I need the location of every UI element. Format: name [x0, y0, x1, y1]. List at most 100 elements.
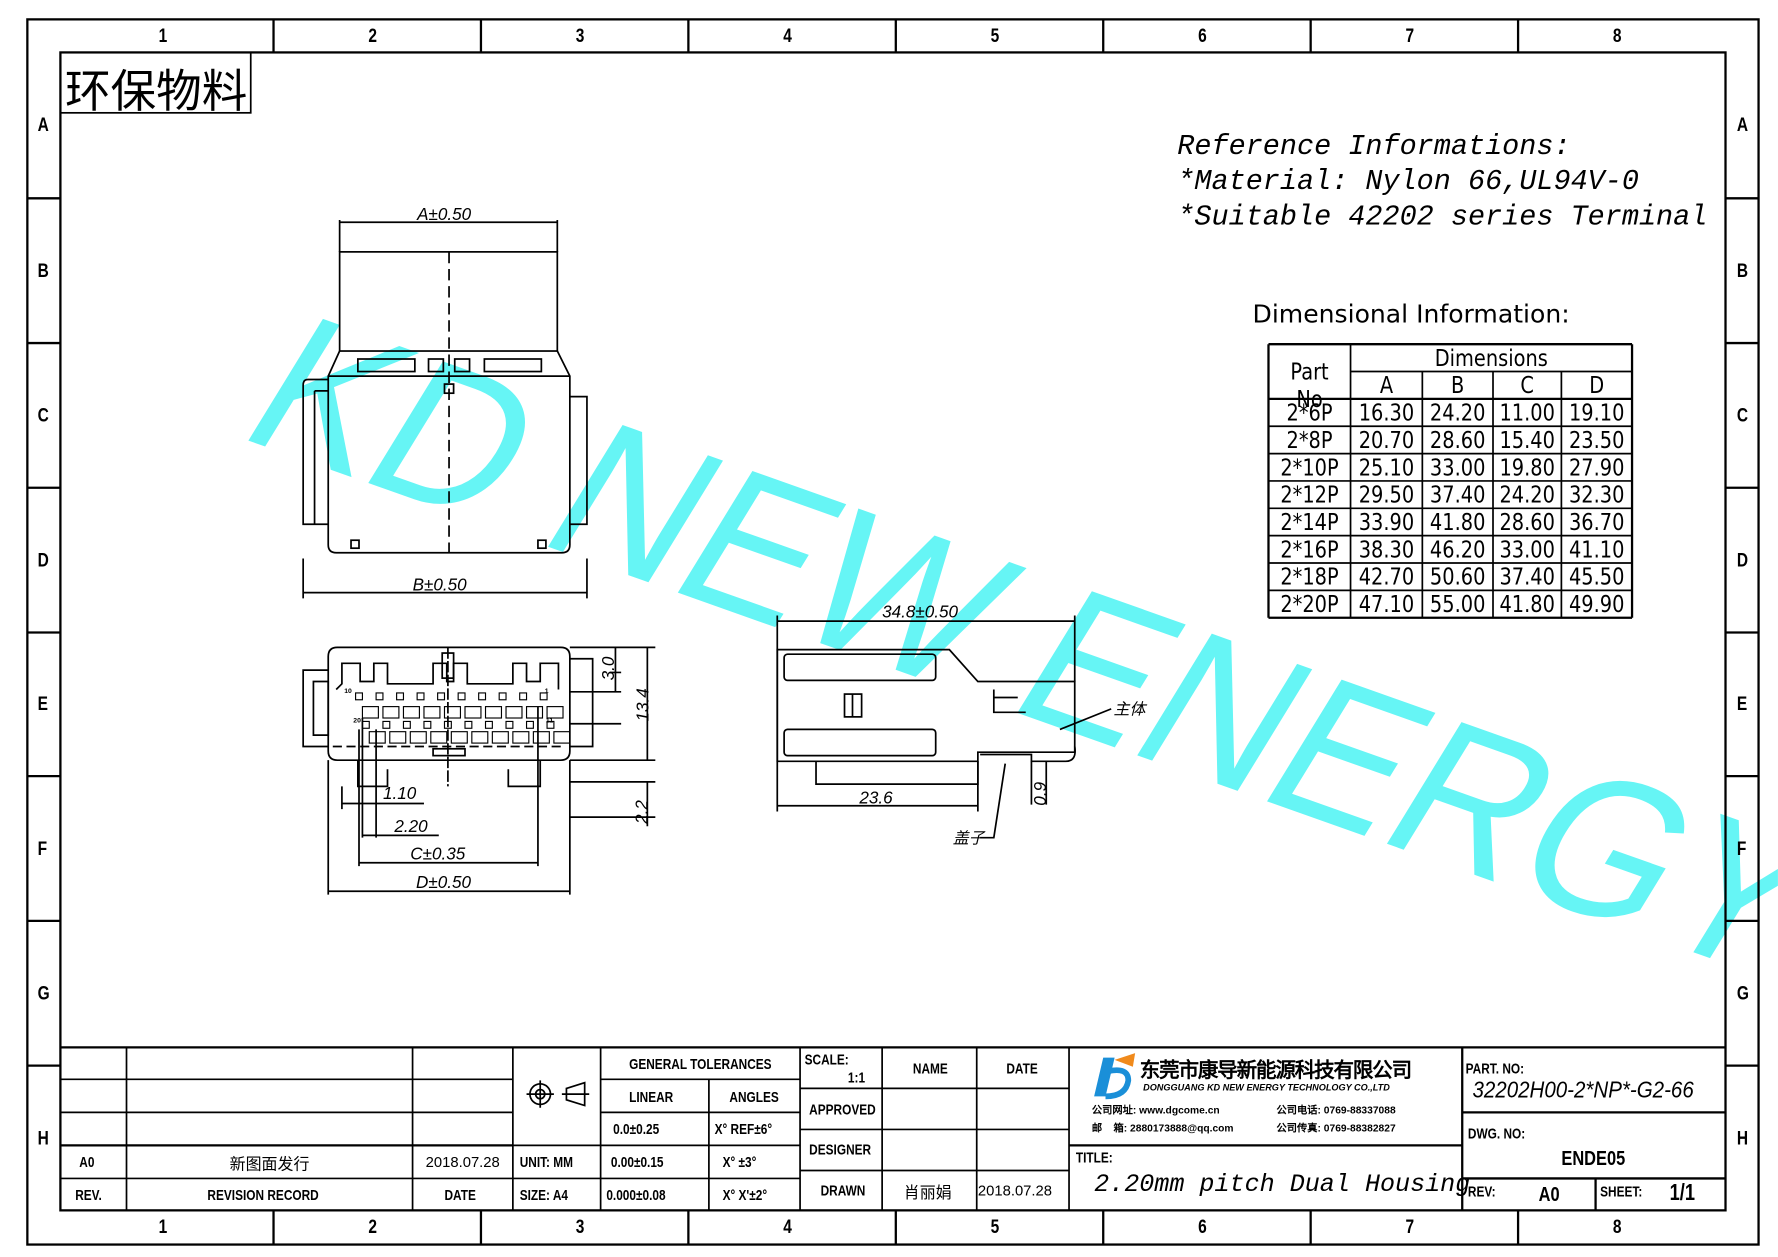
frame-column-label-top: 2 [368, 25, 377, 47]
frame-column-label-bottom: 8 [1612, 1216, 1622, 1238]
cavity-square [396, 692, 405, 701]
cavity-square [423, 720, 432, 729]
terminal-slot [402, 706, 420, 719]
frame-column-label-top: 8 [1612, 25, 1622, 47]
pin-label-1: 1 [544, 688, 549, 696]
frame-row-label-left: G [37, 981, 50, 1004]
table-part-no-cell: 2*6P [1286, 398, 1333, 427]
table-column-header: D [1589, 371, 1605, 399]
terminal-slot [409, 731, 427, 744]
cavity-square [464, 720, 473, 729]
revision-rev: A0 [79, 1153, 95, 1171]
reference-title: Reference Informations: [1177, 129, 1571, 163]
terminal-slot [491, 731, 509, 744]
dim-23-6: 23.6 [859, 788, 893, 809]
table-value-cell: 15.40 [1499, 426, 1555, 454]
terminal-slot [368, 731, 386, 744]
tolerance-angle-1: X° REF±6° [714, 1120, 773, 1138]
reference-terminal: *Suitable 42202 series Terminal [1177, 200, 1708, 234]
dim-2-20: 2.20 [394, 817, 428, 837]
table-value-cell: 41.80 [1429, 508, 1486, 536]
cavity-square [484, 720, 493, 729]
table-value-cell: 42.70 [1358, 563, 1415, 591]
dim-d: D±0.50 [415, 873, 471, 893]
frame-row-label-left: H [37, 1126, 49, 1149]
drawn-label: DRAWN [820, 1181, 866, 1199]
dim-13-4: 13.4 [633, 688, 654, 722]
frame-column-label-bottom: 2 [368, 1216, 377, 1238]
table-value-cell: 24.20 [1499, 480, 1555, 509]
drawing-title: 2.20mm pitch Dual Housing [1094, 1170, 1471, 1199]
eco-material-label: 环保物料 [64, 66, 248, 119]
table-value-cell: 24.20 [1429, 398, 1486, 427]
dim-c: C±0.35 [410, 844, 466, 864]
frame-row-label-left: F [37, 837, 48, 859]
terminal-slot [450, 731, 468, 744]
frame-row-label-right: G [1736, 981, 1749, 1004]
scale-value: 1:1 [847, 1069, 866, 1087]
frame-column-label-top: 1 [158, 25, 167, 47]
pin-label-11: 11 [545, 718, 554, 725]
table-column-header: C [1520, 371, 1534, 399]
company-name-en: DONGGUANG KD NEW ENERGY TECHNOLOGY CO.,L… [1143, 1082, 1390, 1093]
approved-label: APPROVED [809, 1100, 876, 1119]
table-value-cell: 23.50 [1568, 426, 1625, 454]
cavity-square [437, 692, 446, 701]
table-value-cell: 37.40 [1499, 563, 1555, 591]
frame-column-label-bottom: 4 [783, 1216, 792, 1238]
cavity-square [519, 692, 528, 701]
sheet-value: 1/1 [1669, 1180, 1696, 1206]
terminal-slot [464, 706, 482, 719]
tolerances-title: GENERAL TOLERANCES [629, 1055, 772, 1073]
table-value-cell: 38.30 [1358, 535, 1415, 564]
header-date: DATE [444, 1186, 476, 1204]
cavity-square [546, 720, 555, 729]
company-tel: 公司电话: 0769-88337088 [1276, 1102, 1395, 1117]
terminal-slot [512, 731, 530, 744]
tolerance-angle-3: X° X'±2° [722, 1186, 768, 1204]
frame-row-label-right: C [1736, 404, 1749, 426]
table-value-cell: 45.50 [1568, 563, 1625, 591]
table-part-no-cell: 2*20P [1280, 590, 1339, 618]
label-cover: 盖子 [952, 828, 985, 847]
cavity-square [382, 720, 391, 729]
dim-b: B±0.50 [412, 575, 467, 595]
cavity-square [525, 720, 534, 729]
header-part-no: Part No [1290, 357, 1329, 413]
table-value-cell: 49.90 [1568, 590, 1625, 618]
frame-column-label-top: 6 [1198, 25, 1207, 47]
signoff-name-header: NAME [912, 1059, 948, 1078]
tolerance-angle-2: X° ±3° [722, 1153, 757, 1171]
cavity-square [361, 720, 370, 729]
cavity-square [355, 692, 363, 701]
drawn-name: 肖丽娟 [903, 1183, 952, 1202]
terminal-slot [505, 706, 523, 719]
web-value: www.dgcome.cn [1139, 1104, 1220, 1116]
table-part-no-cell: 2*12P [1280, 480, 1339, 509]
dim-0-9: 0.9 [1031, 781, 1051, 806]
title-label: TITLE: [1075, 1148, 1113, 1166]
table-value-cell: 37.40 [1429, 480, 1486, 509]
rev-label: REV: [1467, 1183, 1496, 1201]
unit: UNIT: MM [519, 1153, 574, 1171]
terminal-slot [382, 706, 400, 719]
frame-row-label-left: B [37, 259, 49, 281]
cavity-square [375, 692, 384, 701]
dwg-no: ENDE05 [1561, 1146, 1626, 1170]
cavity-square [416, 692, 425, 701]
header-rev: REV. [75, 1186, 102, 1204]
frame-column-label-top: 5 [990, 25, 1000, 47]
terminal-slot [525, 706, 544, 719]
table-value-cell: 32.30 [1568, 480, 1625, 509]
tel-label: 公司电话: [1276, 1104, 1321, 1116]
terminal-slot [423, 706, 441, 719]
table-value-cell: 28.60 [1429, 426, 1486, 454]
table-value-cell: 20.70 [1358, 426, 1415, 454]
terminal-slot [471, 731, 489, 744]
frame-row-label-left: E [37, 692, 48, 715]
cavity-square [457, 692, 466, 701]
company-fax: 公司传真: 0769-88382827 [1276, 1120, 1395, 1135]
cavity-square [539, 692, 548, 701]
table-value-cell: 28.60 [1499, 508, 1555, 536]
